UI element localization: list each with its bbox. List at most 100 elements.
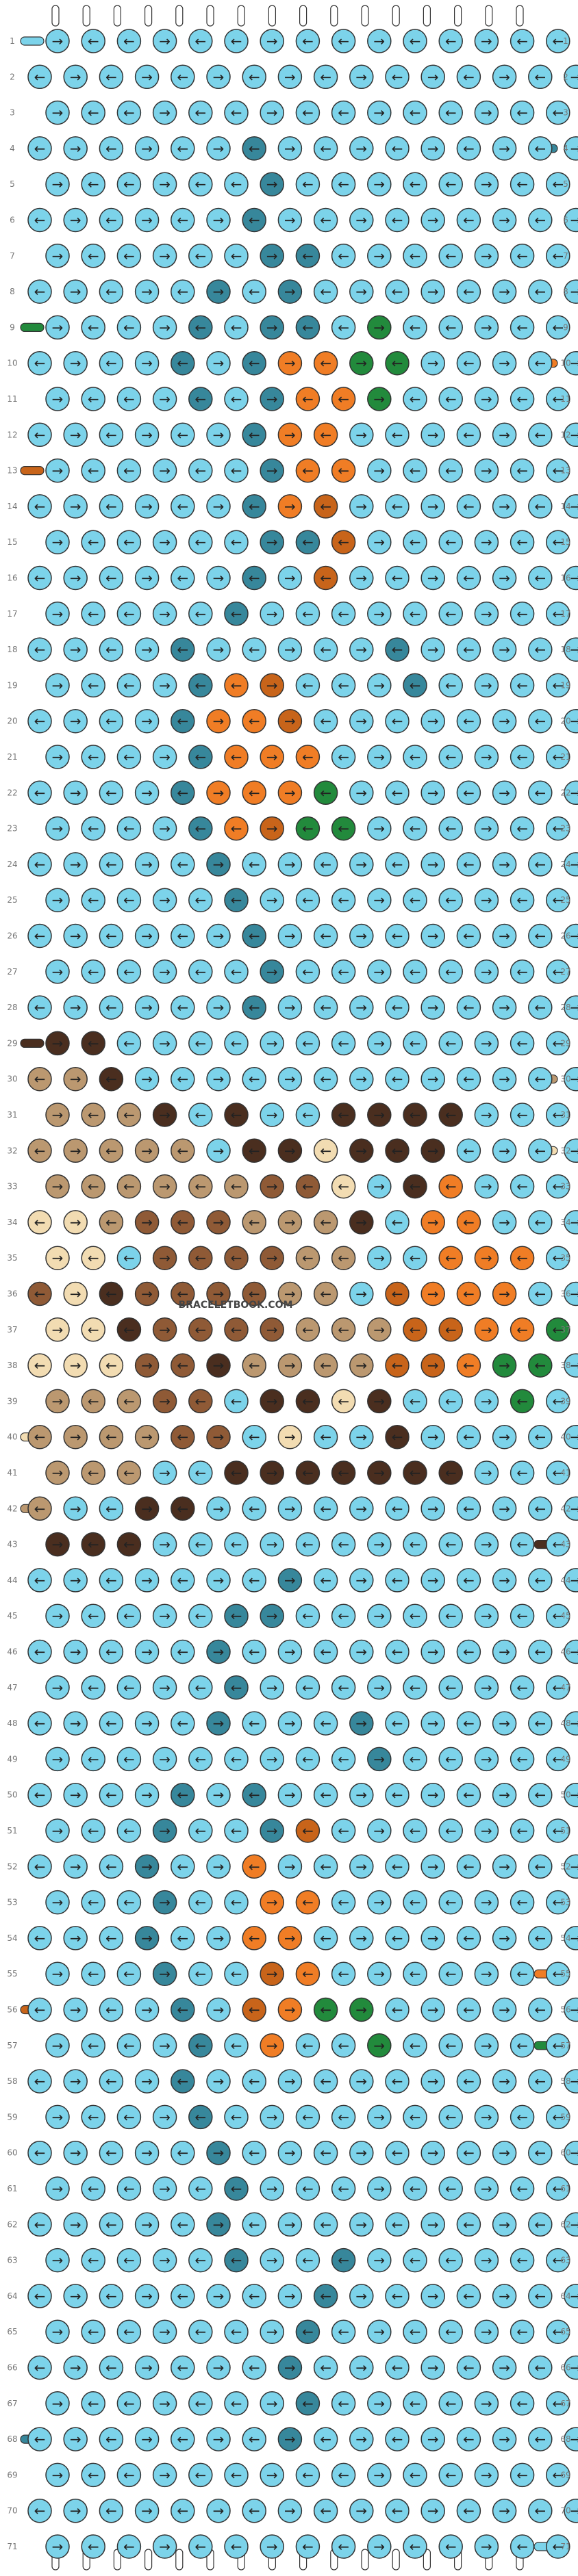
knot-arrow: ← — [410, 1178, 421, 1195]
knot-arrow: ← — [302, 1107, 314, 1123]
knot-arrow: ← — [338, 1465, 349, 1481]
knot-arrow: → — [570, 1429, 578, 1445]
knot — [224, 673, 249, 698]
knot-arrow: ← — [463, 928, 475, 944]
knot-arrow: → — [427, 355, 439, 372]
knot-arrow: → — [141, 928, 153, 944]
knot-arrow: ← — [516, 176, 528, 192]
knot-arrow: ← — [88, 1608, 99, 1624]
knot-arrow: ← — [410, 1751, 421, 1767]
knot-arrow: → — [481, 1751, 492, 1767]
knot-arrow: → — [213, 140, 225, 157]
knot-arrow: ← — [392, 2073, 403, 2089]
knot-arrow: ← — [123, 1465, 135, 1481]
row-number-left: 31 — [7, 1110, 17, 1120]
knot — [528, 637, 553, 662]
knot — [99, 1496, 124, 1521]
knot — [63, 1496, 88, 1521]
knot-arrow: ← — [534, 999, 546, 1016]
row-number-left: 52 — [7, 1862, 17, 1871]
knot — [206, 1281, 231, 1306]
knot — [403, 888, 427, 912]
knot-arrow: → — [373, 1679, 385, 1696]
knot-arrow: ← — [410, 1035, 421, 1051]
knot — [99, 1138, 124, 1163]
knot-arrow: ← — [231, 1250, 242, 1266]
knot — [546, 1246, 570, 1270]
knot-arrow: → — [570, 426, 578, 443]
knot-arrow: ← — [392, 2360, 403, 2376]
knot — [134, 279, 160, 304]
knot-arrow: ← — [34, 2216, 46, 2232]
row-number-left: 58 — [7, 2076, 17, 2086]
knot — [456, 1066, 481, 1092]
knot-arrow: → — [159, 1250, 171, 1266]
knot-arrow: ← — [231, 534, 242, 550]
knot-arrow: ← — [177, 355, 188, 372]
knot-arrow: ← — [516, 964, 528, 980]
knot-arrow: → — [284, 2360, 296, 2376]
knot — [188, 100, 213, 125]
knot — [27, 1138, 52, 1163]
knot-arrow: → — [266, 2252, 278, 2269]
knot — [188, 1460, 213, 1485]
knot — [546, 1103, 570, 1127]
knot-arrow: → — [141, 1286, 153, 1302]
knot — [546, 100, 570, 125]
string-top — [82, 5, 90, 27]
knot-arrow: → — [481, 463, 492, 479]
knot-arrow: ← — [34, 68, 46, 85]
knot — [116, 1031, 142, 1056]
knot-arrow: → — [70, 426, 81, 443]
knot — [456, 494, 481, 519]
knot-arrow: → — [499, 1500, 510, 1517]
knot — [295, 959, 321, 984]
knot-arrow: → — [141, 2431, 153, 2447]
knot-arrow: → — [284, 68, 296, 85]
knot — [403, 1174, 427, 1199]
row-number-right: 33 — [560, 1182, 570, 1192]
knot-arrow: → — [481, 2109, 492, 2125]
knot-arrow: ← — [194, 2180, 206, 2197]
knot — [206, 1424, 231, 1450]
knot — [224, 816, 249, 841]
knot — [546, 29, 570, 53]
knot — [295, 1174, 321, 1199]
knot-arrow: → — [373, 1393, 385, 1409]
knot-arrow: ← — [392, 2145, 403, 2161]
knot-arrow: ← — [249, 140, 260, 157]
row-number-left: 71 — [7, 2542, 17, 2551]
knot — [564, 279, 578, 304]
knot — [403, 1317, 427, 1342]
knot — [45, 530, 70, 554]
knot-arrow: → — [70, 2431, 81, 2447]
knot-arrow: ← — [445, 1822, 457, 1839]
knot — [456, 708, 481, 734]
knot-arrow: ← — [194, 105, 206, 121]
knot — [403, 1103, 427, 1127]
knot-arrow: ← — [410, 1250, 421, 1266]
knot-arrow: ← — [392, 1286, 403, 1302]
knot-arrow: → — [266, 2180, 278, 2197]
row-number-right: 2 — [563, 72, 568, 81]
knot-arrow: ← — [338, 1107, 349, 1123]
knot-arrow: ← — [410, 1894, 421, 1911]
knot — [99, 422, 124, 448]
knot-arrow: ← — [177, 2431, 188, 2447]
knot — [188, 530, 213, 554]
knot — [420, 995, 445, 1020]
knot-arrow: → — [570, 1071, 578, 1087]
knot-arrow: ← — [302, 2180, 314, 2197]
knot-arrow: → — [570, 2216, 578, 2232]
knot-arrow: ← — [231, 964, 242, 980]
knot — [367, 244, 392, 268]
knot — [474, 315, 499, 340]
knot-arrow: → — [213, 498, 225, 515]
knot — [81, 1174, 105, 1199]
knot-arrow: ← — [445, 1107, 457, 1123]
knot — [456, 207, 481, 233]
row-number-left: 66 — [7, 2363, 17, 2373]
knot — [331, 888, 356, 912]
knot-arrow: ← — [88, 1894, 99, 1911]
knot-arrow: ← — [177, 1644, 188, 1660]
